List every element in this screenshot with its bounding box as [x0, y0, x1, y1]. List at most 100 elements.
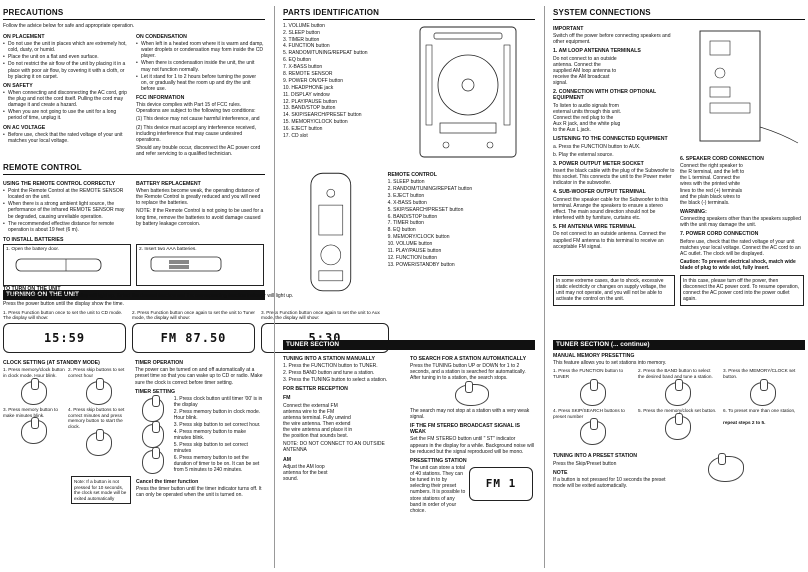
list-item: 15. MEMORY/CLOCK button [283, 119, 348, 126]
remote-col-a: USING THE REMOTE CONTROL CORRECTLY Point… [3, 178, 131, 234]
heading-better-reception: FOR BETTER RECEPTION [283, 386, 348, 393]
heading-optional-equipment: 2. CONNECTION WITH OTHER OPTIONAL EQUIPM… [553, 89, 657, 102]
list-item: 4. FUNCTION button [283, 43, 330, 50]
hand-press-icon [141, 420, 164, 448]
static-remedy: In this case, please turn off the power,… [680, 275, 804, 306]
system-columns: IMPORTANT Switch off the power before co… [553, 23, 805, 273]
list-item: 9. POWER ON/OFF button [283, 77, 344, 84]
lcd-display-cd: 15:59 [3, 323, 126, 353]
placement-list: Do not use the unit in places which are … [3, 41, 131, 80]
hand-press-icon [665, 378, 691, 406]
column-left: PRECAUTIONS Follow the advice below for … [3, 8, 265, 303]
heading-fm-terminal: 5. FM ANTENNA WIRE TERMINAL [553, 224, 636, 231]
heading-safety: ON SAFETY [3, 82, 33, 89]
list-item: 13. BAND/STOP button [283, 105, 336, 112]
battery-text: When batteries become weak, the operatin… [136, 188, 261, 207]
preset-step-4: 4. Press SKIP/SEARCH buttons to preset n… [553, 408, 633, 447]
clock-note-row: Note: If a button is not pressed for 10 … [3, 475, 395, 505]
heading-install-batteries: TO INSTALL BATTERIES [3, 236, 64, 243]
tuner-col-a: TUNING INTO A STATION MANUALLY 1. Press … [283, 353, 405, 516]
parts-top: 1. VOLUME button 2. SLEEP button 3. TIME… [283, 23, 535, 163]
cancel-timer-text: Press the timer button until the timer i… [136, 486, 262, 499]
list-item: 3. EJECT button [387, 192, 425, 199]
list-item: Point the Remote Control at the REMOTE S… [3, 188, 131, 200]
clock-timer-columns: CLOCK SETTING (at standby mode) 1. Press… [3, 357, 395, 476]
mode-step-cd-text: 1. Press Function button once to set the… [3, 309, 123, 321]
heading-power-meter: 3. POWER OUTPUT METER SOCKET [553, 160, 644, 167]
list-item: 1. VOLUME button [283, 22, 325, 29]
timer-cancel: Cancel the timer function Press the time… [136, 476, 264, 504]
tuner-col-b: TO SEARCH FOR A STATION AUTOMATICALLY Pr… [410, 353, 534, 516]
list-item: Let it stand for 1 to 2 hours before tur… [136, 74, 264, 92]
tuner-columns: TUNING INTO A STATION MANUALLY 1. Press … [283, 353, 535, 516]
heading-clock-setting: CLOCK SETTING (at standby mode) [3, 360, 100, 366]
list-item: When there is condensation inside the un… [136, 60, 264, 72]
preset-step-2: 2. Press the BAND button to select the d… [638, 368, 718, 407]
heading-fcc: FCC INFORMATION [136, 94, 185, 101]
hand-press-icon [750, 378, 776, 406]
list-item: 5. SKIP/SEARCH/PRESET button [387, 206, 464, 213]
tune-preset-text: Press the Skip/Preset button [553, 460, 617, 467]
install-step-1-text: 1. Open the battery door. [6, 247, 60, 253]
condensation-list: When left in a heated room where it is w… [136, 41, 264, 92]
fm-text: Connect the external FM antenna wire to … [283, 402, 353, 440]
timer-steps: 1. Press clock button until timer '00' i… [174, 396, 263, 476]
am-terminal-text: Do not connect to an outside antenna. Co… [553, 55, 617, 86]
mode-step-aux-text: 3. Press Function button once again to s… [261, 309, 380, 321]
heading-tuning-manually: TUNING INTO A STATION MANUALLY [283, 355, 375, 362]
install-step-2-text: 2. Insert two AAA batteries. [139, 247, 197, 253]
fcc-condition-2: (2) This device must accept any interfer… [136, 124, 256, 143]
list-item: 7. X-BASS button [283, 64, 323, 71]
heading-search-auto: TO SEARCH FOR A STATION AUTOMATICALLY [410, 355, 527, 362]
section-title-remote: REMOTE CONTROL [3, 163, 265, 175]
power-cord-text: Before use, check that the rated voltage… [680, 238, 801, 257]
clock-step-2: 2. Press skip buttons to set correct hou… [68, 367, 130, 406]
list-item: 3. Press skip button to set correct hour… [173, 421, 261, 428]
rear-panel-diagram [699, 30, 799, 144]
heading-weak-signal: IF THE FM STEREO BROADCAST SIGNAL IS WEA… [410, 422, 520, 436]
section-title-parts: PARTS IDENTIFICATION [283, 8, 535, 20]
install-step-1: 1. Open the battery door. [3, 244, 131, 287]
preset-steps-row-2: 4. Press SKIP/SEARCH buttons to preset n… [553, 408, 805, 447]
list-item: 9. MEMORY/CLOCK button [387, 234, 450, 241]
list-item: 11. DISPLAY window [283, 91, 330, 98]
clock-steps-row-1: 1. Press memory/clock button in clock mo… [3, 367, 130, 406]
timer-setting-row: 1. Press clock button until timer '00' i… [135, 394, 263, 476]
lcd-display-preset: FM 1 [469, 467, 533, 502]
fm-note: NOTE: DO NOT CONNECT TO AN OUTSIDE ANTEN… [283, 441, 385, 454]
subwoofer-text: Connect the speaker cable for the Subwoo… [553, 196, 669, 222]
clock-note: Note: If a button is not pressed for 10 … [71, 475, 131, 505]
list-item: 7. TIMER button [387, 220, 424, 227]
section-title-turning-on: TURNING ON THE UNIT [3, 290, 265, 301]
list-item: 1. SLEEP button [387, 179, 425, 186]
turn-on-text-2: Press the power button until the display… [3, 301, 124, 308]
clock-step-3-text: 3. Press memory button to make minutes b… [3, 406, 58, 418]
system-col-a: IMPORTANT Switch off the power before co… [553, 23, 675, 273]
important-text: Switch off the power before connecting s… [553, 33, 671, 46]
precautions-intro: Follow the advice below for safe and app… [3, 22, 135, 29]
list-item: 3. TIMER button [283, 36, 320, 43]
hand-press-icon [580, 418, 606, 446]
aux-text: To listen to audio signals from external… [553, 102, 622, 134]
list-item: Do not restrict the air flow of the unit… [3, 61, 131, 79]
list-item: When left in a heated room where it is w… [136, 41, 264, 59]
heading-remote-parts: REMOTE CONTROL [387, 171, 437, 178]
heading-listening: LISTENING TO THE CONNECTED EQUIPMENT [553, 136, 668, 143]
listen-step-b: b. Play the external source. [553, 151, 614, 158]
preset-step-2-text: 2. Press the BAND button to select the d… [638, 368, 713, 380]
heading-turn-on: TO TURN ON THE UNIT [3, 286, 61, 292]
preset-step-1-text: 1. Press the FUNCTION button to TUNER [553, 368, 624, 380]
static-notice: In some extreme cases, due to shock, exc… [553, 275, 675, 306]
list-item: 5. Press skip button to set correct minu… [173, 441, 248, 454]
heading-subwoofer: 4. SUB-WOOFER OUTPUT TERMINAL [553, 189, 646, 196]
section-title-tuner-continue: TUNER SECTION (... continue) [553, 340, 805, 350]
aaa-batteries-icon [150, 256, 222, 272]
list-item: 13. POWER/STANDBY button [387, 261, 455, 268]
power-meter-text: Insert the black cable with the plug of … [553, 168, 675, 187]
list-item: 8. EQ button [387, 227, 416, 234]
column-right: SYSTEM CONNECTIONS IMPORTANT Switch off … [553, 8, 805, 306]
section-title-system: SYSTEM CONNECTIONS [553, 8, 805, 20]
heading-placement: ON PLACEMENT [3, 33, 45, 40]
hand-press-icon [665, 412, 691, 440]
list-item: 5. RANDOM/TUNING/REPEAT button [283, 50, 368, 57]
